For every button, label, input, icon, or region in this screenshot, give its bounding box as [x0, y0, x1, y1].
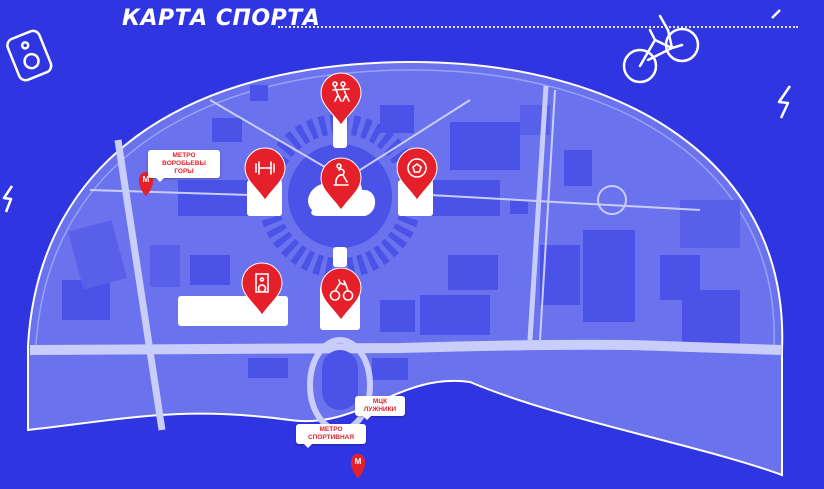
speaker-icon	[6, 29, 53, 82]
lightning-icon	[777, 85, 792, 119]
pin-speaker[interactable]	[241, 262, 283, 316]
pin-football[interactable]	[396, 147, 438, 201]
buildings	[62, 85, 740, 380]
roads	[29, 85, 783, 431]
pin-cycling[interactable]	[320, 267, 362, 321]
lightning-icon	[771, 9, 781, 19]
lightning-icon	[2, 185, 14, 213]
metro-marker-sportivnaya[interactable]: М	[350, 454, 366, 478]
speaker-icon	[255, 273, 269, 293]
pin-gymnastics[interactable]	[320, 157, 362, 211]
label-mck-luzhniki[interactable]: МЦК ЛУЖНИКИ	[355, 396, 405, 420]
pin-dance[interactable]	[320, 72, 362, 126]
dumbbell-icon	[255, 161, 275, 175]
pin-fitness[interactable]	[244, 147, 286, 201]
metro-symbol: М	[355, 457, 362, 466]
metro-symbol: М	[143, 175, 150, 184]
bicycle-icon	[329, 279, 354, 301]
title-divider	[278, 26, 798, 28]
roundabout	[597, 185, 627, 215]
bicycle-icon	[622, 14, 700, 84]
metro-marker-vorobyovy[interactable]: М	[138, 172, 154, 196]
gymnast-icon	[333, 163, 349, 186]
label-metro-sportivnaya[interactable]: МЕТРО СПОРТИВНАЯ	[296, 424, 366, 448]
dancers-icon	[332, 81, 350, 102]
label-metro-vorobyovy[interactable]: МЕТРО ВОРОБЬЕВЫ ГОРЫ	[148, 150, 220, 182]
soccer-ball-icon	[407, 158, 427, 178]
